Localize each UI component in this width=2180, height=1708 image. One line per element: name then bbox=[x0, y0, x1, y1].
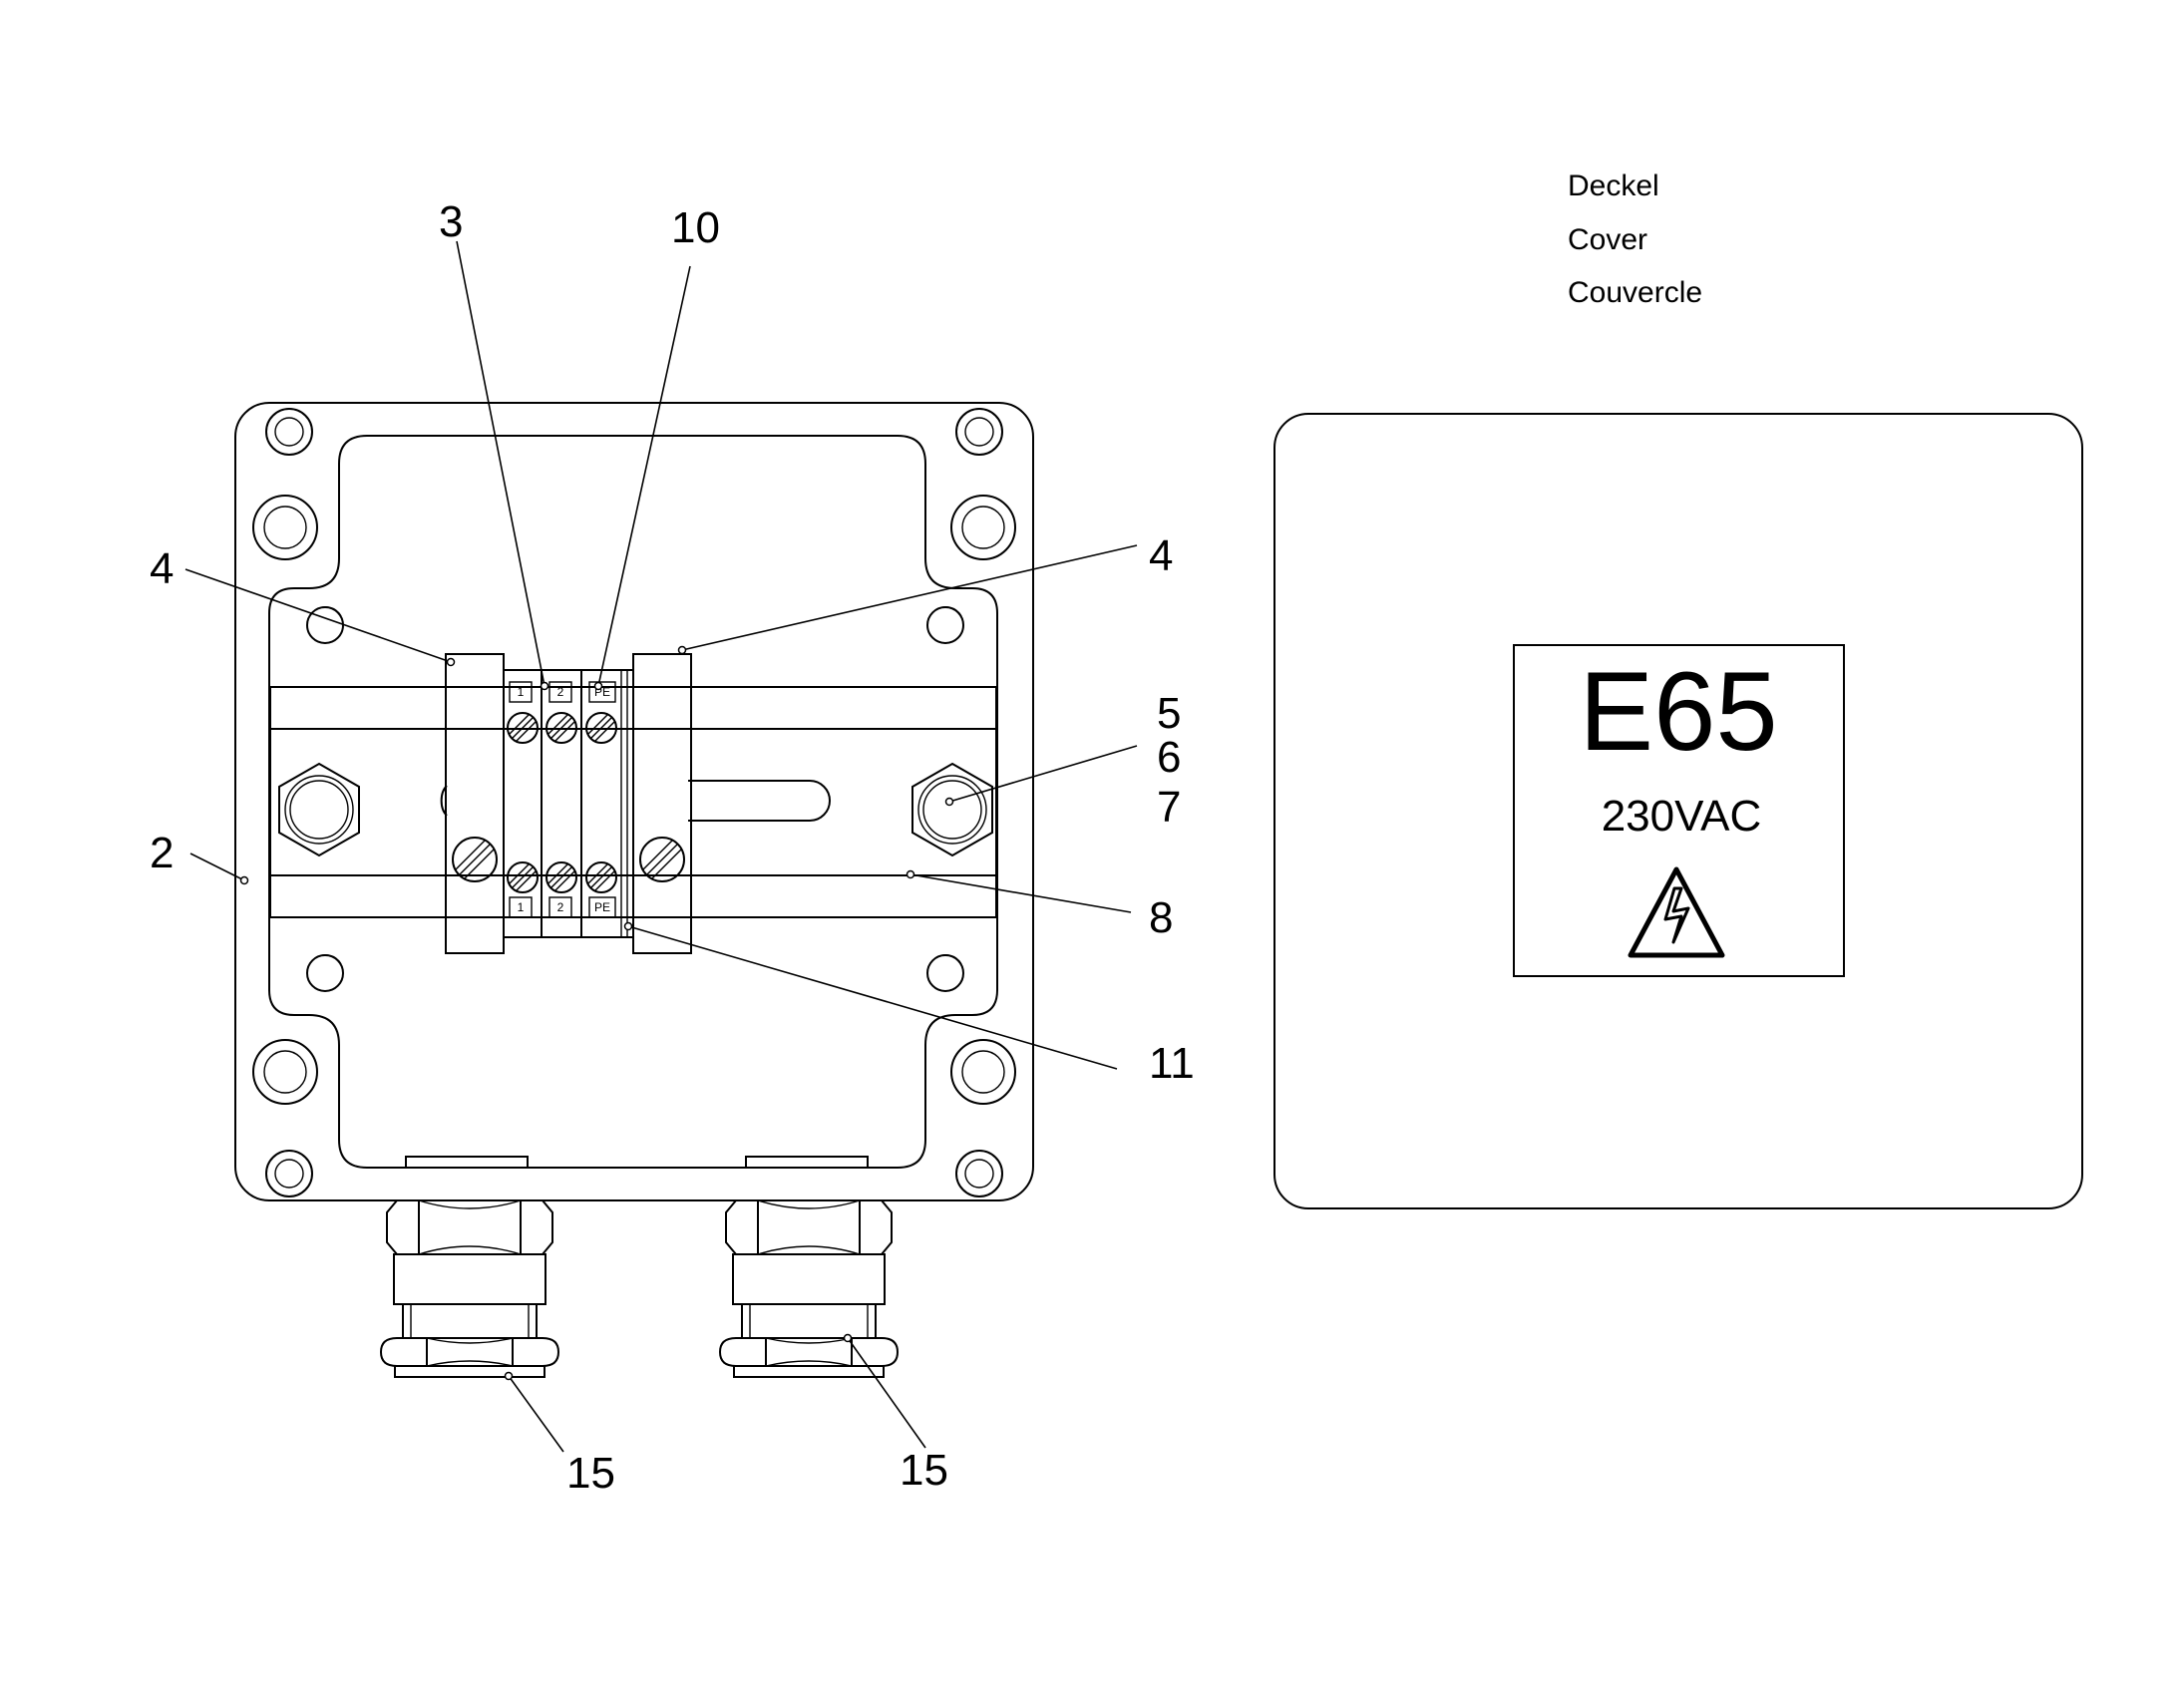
cover-title: Deckel Cover Couvercle bbox=[1568, 170, 1702, 309]
callout-15-left: 15 bbox=[566, 1449, 615, 1498]
cover: E65 230VAC bbox=[1273, 413, 2083, 1209]
callout-7: 7 bbox=[1157, 783, 1181, 832]
terminal-tag-bottom-pe: PE bbox=[594, 900, 610, 914]
cover-title-en: Cover bbox=[1568, 223, 1647, 256]
cable-gland-right bbox=[718, 1199, 900, 1378]
enclosure: 1 2 PE 1 2 PE bbox=[234, 402, 1034, 1201]
callout-8: 8 bbox=[1149, 893, 1173, 942]
end-stop-right bbox=[632, 653, 692, 954]
cover-title-fr: Couvercle bbox=[1568, 276, 1702, 309]
terminal-tag-top-1: 1 bbox=[518, 685, 525, 699]
callout-6: 6 bbox=[1157, 733, 1181, 782]
terminal-block: 1 2 PE 1 2 PE bbox=[503, 669, 634, 938]
leader-lines bbox=[184, 240, 1138, 1453]
cable-gland-left bbox=[379, 1199, 560, 1378]
cover-label-model: E65 bbox=[1579, 649, 1777, 774]
high-voltage-warning-icon bbox=[1628, 866, 1725, 958]
cover-label: E65 230VAC bbox=[1513, 644, 1845, 977]
callout-4-left: 4 bbox=[150, 544, 174, 593]
end-stop-left bbox=[445, 653, 505, 954]
terminal-tag-bottom-2: 2 bbox=[557, 900, 564, 914]
callout-4-right: 4 bbox=[1149, 531, 1173, 580]
callout-15-right: 15 bbox=[900, 1446, 948, 1495]
callout-numbers: 2 3 10 4 4 5 6 7 8 11 15 15 bbox=[150, 197, 1195, 1498]
mounting-holes bbox=[252, 408, 1016, 1197]
callout-3: 3 bbox=[439, 197, 463, 246]
callout-2: 2 bbox=[150, 829, 174, 877]
callout-10: 10 bbox=[671, 203, 720, 252]
cover-title-de: Deckel bbox=[1568, 170, 1659, 202]
callout-5: 5 bbox=[1157, 689, 1181, 738]
terminal-tag-bottom-1: 1 bbox=[518, 900, 525, 914]
terminal-tag-top-2: 2 bbox=[557, 685, 564, 699]
rail-nut-left bbox=[278, 762, 360, 857]
cover-label-voltage: 230VAC bbox=[1602, 792, 1762, 841]
terminal-screws bbox=[507, 712, 617, 893]
callout-11: 11 bbox=[1149, 1039, 1195, 1088]
rail-nut-right bbox=[911, 762, 993, 857]
